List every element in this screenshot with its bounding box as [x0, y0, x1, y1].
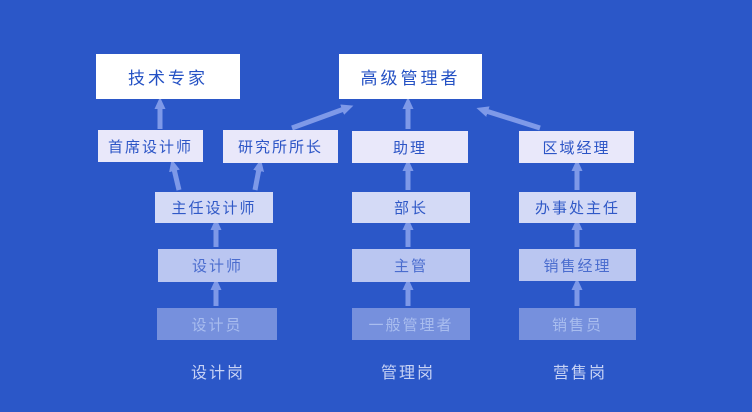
node-tech-expert-label: 技术专家: [128, 69, 208, 89]
node-chief-designer-label: 首席设计师: [107, 137, 193, 156]
node-office-director: 办事处主任: [519, 192, 636, 223]
node-sales-manager-label: 销售经理: [543, 256, 612, 275]
node-senior-manager: 高级管理者: [339, 54, 482, 99]
node-assistant: 助理: [352, 131, 468, 163]
node-senior-manager-label: 高级管理者: [360, 69, 461, 89]
node-director-designer-label: 主任设计师: [171, 199, 257, 217]
column-label-management-text: 管理岗: [380, 363, 435, 382]
node-general-manager-label: 一般管理者: [368, 315, 454, 334]
node-tech-expert: 技术专家: [96, 54, 240, 99]
node-assistant-label: 助理: [392, 138, 427, 157]
column-label-design: 设计岗: [158, 359, 278, 383]
node-general-manager: 一般管理者: [352, 308, 470, 340]
node-institute-director: 研究所所长: [223, 130, 338, 163]
node-salesperson-label: 销售员: [551, 315, 603, 334]
node-director-designer: 主任设计师: [155, 192, 273, 223]
node-regional-manager-label: 区域经理: [542, 138, 611, 157]
node-designer-label: 设计师: [191, 257, 243, 275]
node-supervisor-label: 主管: [393, 257, 428, 275]
arrow-institute-director-to-senior-manager: [291, 104, 354, 131]
column-label-management: 管理岗: [348, 359, 468, 383]
node-draftsman: 设计员: [157, 308, 277, 340]
node-sales-manager: 销售经理: [519, 249, 636, 281]
column-label-sales: 营售岗: [520, 359, 640, 383]
node-salesperson: 销售员: [519, 308, 636, 340]
node-minister: 部长: [352, 192, 470, 223]
column-label-design-text: 设计岗: [190, 363, 245, 382]
node-designer: 设计师: [158, 249, 277, 282]
node-minister-label: 部长: [393, 199, 428, 217]
arrow-director-designer-to-chief-designer: [169, 159, 182, 191]
node-office-director-label: 办事处主任: [534, 199, 620, 217]
arrow-director-designer-to-institute-director: [252, 159, 265, 191]
arrow-regional-manager-to-senior-manager: [476, 106, 541, 131]
node-supervisor: 主管: [352, 249, 470, 282]
column-label-sales-text: 营售岗: [552, 363, 607, 382]
node-chief-designer: 首席设计师: [98, 130, 203, 162]
node-institute-director-label: 研究所所长: [237, 138, 323, 156]
node-regional-manager: 区域经理: [519, 131, 634, 163]
node-draftsman-label: 设计员: [191, 315, 243, 334]
